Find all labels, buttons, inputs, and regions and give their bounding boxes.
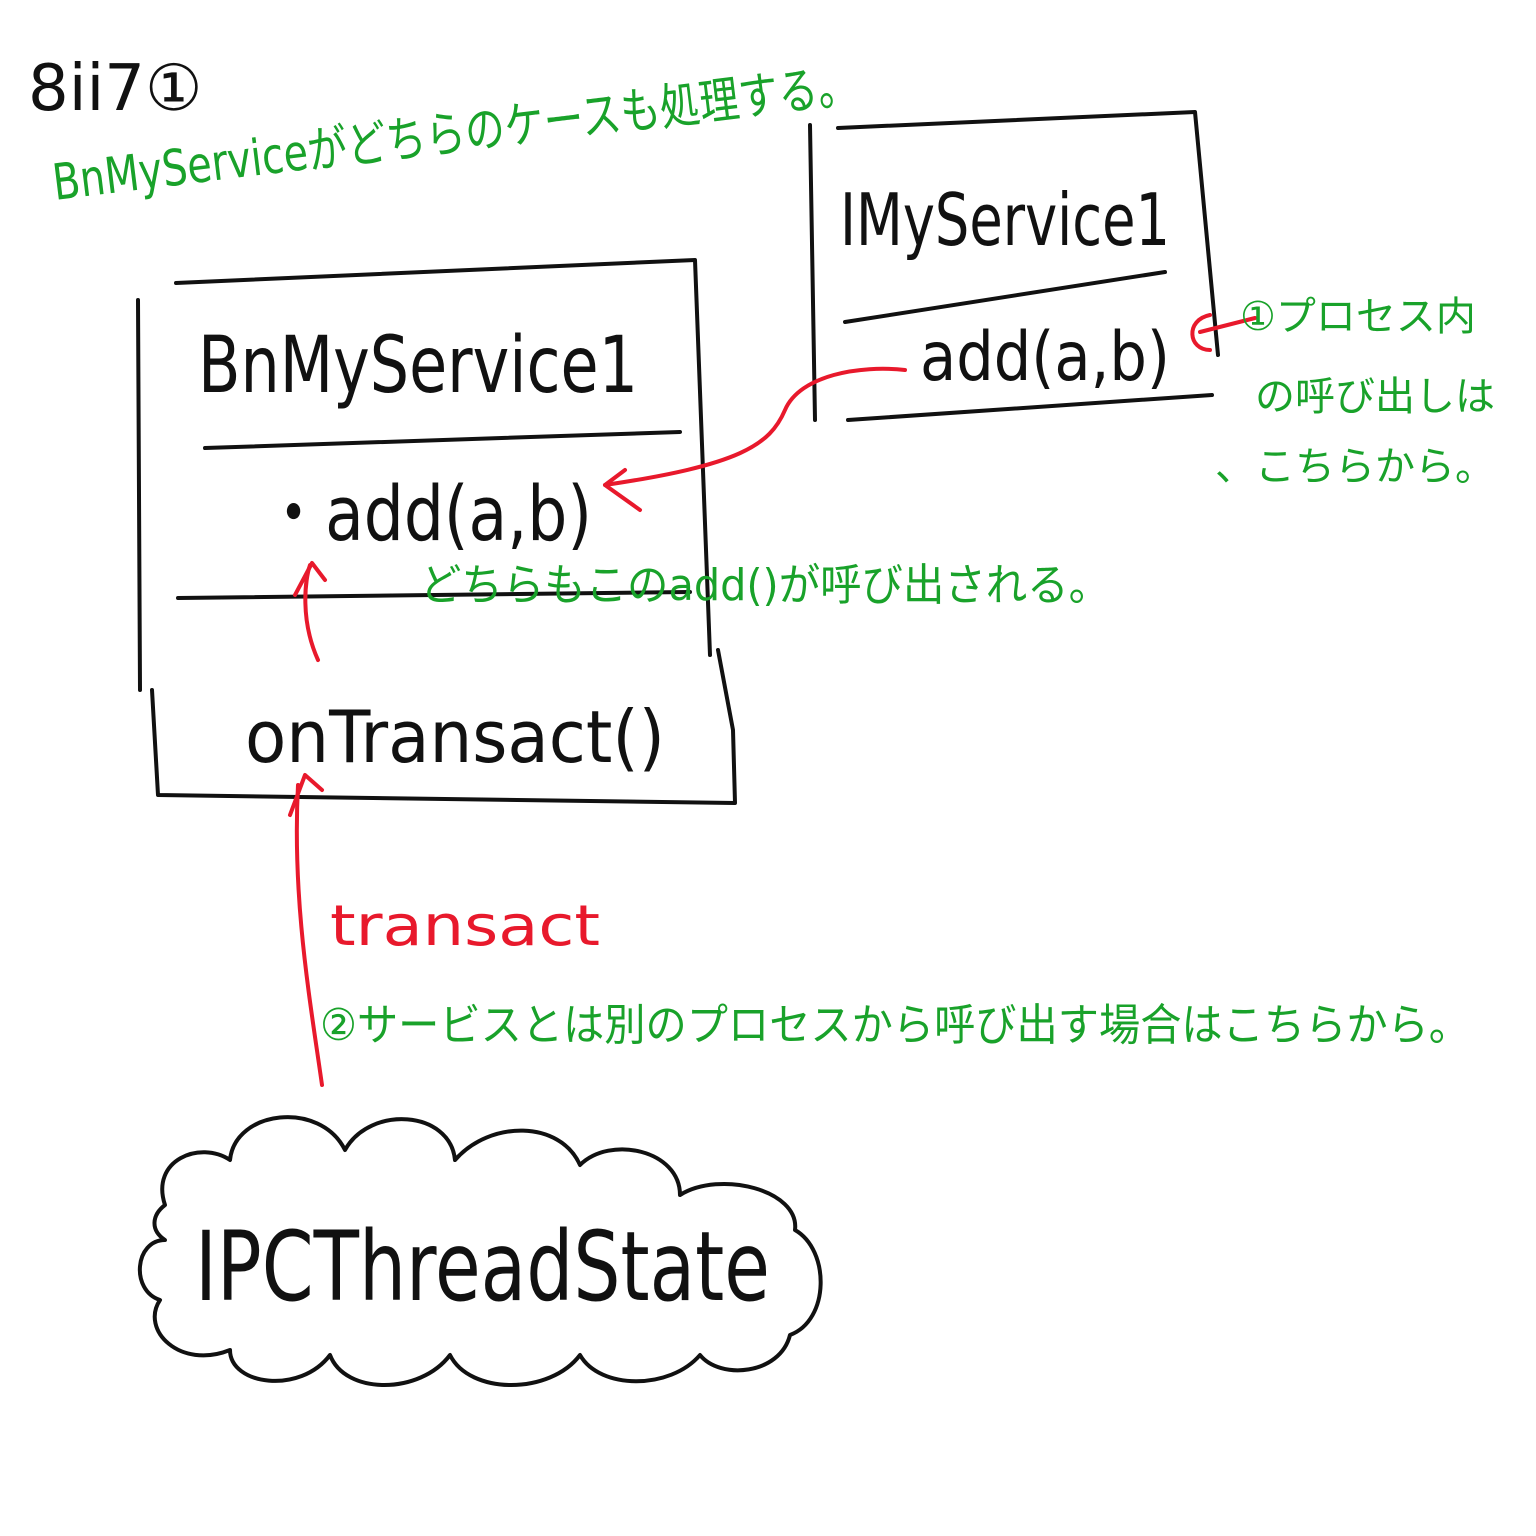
arrowhead-ontransact	[288, 773, 324, 817]
note-cross-process: ②サービスとは別のプロセスから呼び出す場合はこちらから。	[320, 1000, 1470, 1051]
arrow-interface-to-stub	[603, 366, 907, 487]
note-in-process-line: ①プロセス内	[1240, 294, 1476, 340]
interface-box: IMyService1 add(a,b)	[808, 110, 1220, 422]
stub-method: ・add(a,b)	[262, 469, 592, 558]
cloud-label: IPCThreadState	[195, 1211, 770, 1323]
ipc-cloud: IPCThreadState	[137, 1115, 823, 1387]
note-in-process: ①プロセス内の呼び出しは、こちらから。	[1215, 294, 1495, 490]
stub-title: BnMyService1	[198, 321, 638, 411]
stub-box-top-edge	[174, 258, 712, 657]
arrow-ontransact-to-add	[303, 563, 320, 662]
arrowhead-add	[293, 561, 327, 597]
note-in-process-line: の呼び出しは	[1255, 374, 1495, 420]
interface-box-left-edge	[808, 123, 817, 422]
stub-lower-section	[150, 648, 737, 805]
interface-bottom-edge	[846, 393, 1214, 422]
interface-method: add(a,b)	[920, 318, 1170, 397]
note-both-call-add: どちらもこのadd()が呼び出される。	[420, 560, 1110, 611]
interface-divider	[843, 270, 1167, 324]
arrow-ipc-to-ontransact	[294, 783, 324, 1087]
entry-marker-in-process	[1190, 313, 1257, 352]
interface-title: IMyService1	[840, 178, 1170, 262]
arrowhead-stub-method	[603, 468, 642, 512]
note-in-process-line: 、こちらから。	[1215, 444, 1495, 490]
heading-text: 8ii7①	[28, 52, 202, 126]
stub-dispatcher: onTransact()	[245, 695, 665, 779]
stub-divider-title	[203, 430, 682, 450]
cloud-outline	[137, 1115, 823, 1387]
stub-box-left-edge	[136, 298, 142, 692]
note-in-process-group: ①プロセス内の呼び出しは、こちらから。	[1215, 294, 1495, 490]
stub-box: BnMyService1 ・add(a,b) onTransact()	[136, 258, 737, 805]
stub-divider-method	[176, 590, 692, 600]
interface-box-outline	[836, 110, 1220, 357]
transact-label: transact	[330, 894, 600, 959]
